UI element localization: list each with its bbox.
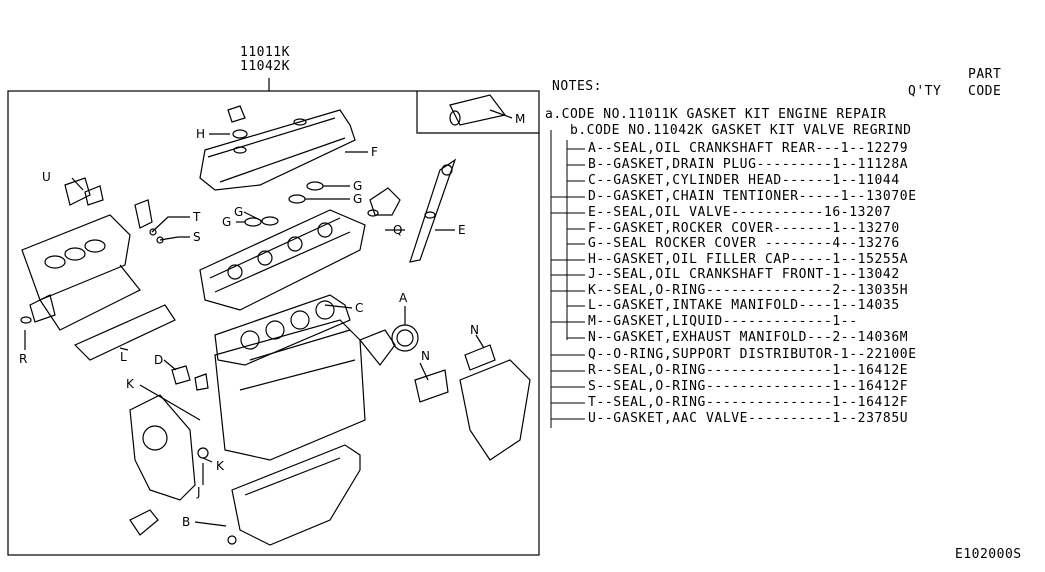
part-row-F: F--GASKET,ROCKER COVER-------1--13270 bbox=[588, 221, 900, 236]
drain-plug bbox=[227, 535, 237, 545]
valve bbox=[409, 158, 457, 263]
callout-G2: G bbox=[353, 192, 363, 206]
callout-G1: G bbox=[353, 179, 363, 193]
part-row-B: B--GASKET,DRAIN PLUG---------1--11128A bbox=[588, 157, 909, 172]
exhaust-gasket-2 bbox=[464, 344, 496, 371]
part-row-M: M--GASKET,LIQUID-------------1-- bbox=[588, 314, 858, 329]
callout-R: R bbox=[19, 352, 28, 366]
part-row-G: G--SEAL ROCKER COVER --------4--13276 bbox=[588, 236, 900, 251]
part-row-E: E--SEAL,OIL VALVE-----------16-13207 bbox=[588, 205, 892, 220]
oil-strainer bbox=[129, 509, 159, 536]
callout-B: B bbox=[182, 515, 191, 529]
rear-seal-retainer bbox=[359, 329, 396, 366]
callout-G4: G bbox=[222, 215, 232, 229]
cylinder-block bbox=[214, 319, 366, 461]
notes-title: NOTES: bbox=[552, 79, 602, 94]
code-header: CODE bbox=[968, 84, 1002, 99]
part-row-S: S--SEAL,O-RING---------------1--16412F bbox=[588, 379, 909, 394]
callout-H: H bbox=[196, 127, 206, 141]
part-row-K: K--SEAL,O-RING---------------2--13035H bbox=[588, 283, 909, 298]
part-row-L: L--GASKET,INTAKE MANIFOLD----1--14035 bbox=[588, 298, 900, 313]
callout-S: S bbox=[193, 230, 201, 244]
filler-cap-gasket bbox=[232, 129, 248, 139]
callout-A: A bbox=[399, 291, 408, 305]
part-row-U: U--GASKET,AAC VALVE----------1--23785U bbox=[588, 411, 909, 426]
liquid-gasket-inset-frame bbox=[416, 91, 539, 134]
figure-code: E102000S bbox=[955, 547, 1022, 562]
part-row-D: D--GASKET,CHAIN TENTIONER-----1--13070E bbox=[588, 189, 917, 204]
part-row-H: H--GASKET,OIL FILLER CAP-----1--15255A bbox=[588, 252, 909, 267]
part-row-N: N--GASKET,EXHAUST MANIFOLD---2--14036M bbox=[588, 330, 909, 345]
kit-b-line: b.CODE NO.11042K GASKET KIT VALVE REGRIN… bbox=[570, 123, 912, 138]
callout-T: T bbox=[193, 210, 201, 224]
head-gasket bbox=[214, 294, 351, 366]
aac-valve bbox=[64, 177, 91, 206]
aac-gasket bbox=[84, 185, 104, 206]
callout-Q: Q bbox=[393, 223, 403, 237]
callout-U: U bbox=[42, 170, 51, 184]
timing-cover bbox=[129, 394, 196, 501]
kit-code-1: 11011K bbox=[240, 45, 290, 60]
exhaust-gasket bbox=[414, 369, 449, 403]
intake-gasket bbox=[73, 304, 176, 361]
distributor-support bbox=[369, 187, 401, 216]
part-row-J: J--SEAL,OIL CRANKSHAFT FRONT-1--13042 bbox=[588, 267, 900, 282]
part-header: PART bbox=[968, 67, 1002, 82]
part-row-T: T--SEAL,O-RING---------------1--16412F bbox=[588, 395, 909, 410]
cylinder-head bbox=[199, 209, 366, 311]
part-row-A: A--SEAL,OIL CRANKSHAFT REAR---1--12279 bbox=[588, 141, 909, 156]
part-row-Q: Q--O-RING,SUPPORT DISTRIBUTOR-1--22100E bbox=[588, 347, 917, 362]
part-row-R: R--SEAL,O-RING---------------1--16412E bbox=[588, 363, 909, 378]
callout-N1: N bbox=[470, 323, 479, 337]
kit-a-line: a.CODE NO.11011K GASKET KIT ENGINE REPAI… bbox=[545, 107, 887, 122]
callout-J: J bbox=[197, 485, 201, 499]
callout-D: D bbox=[154, 353, 164, 367]
callout-L: L bbox=[120, 350, 127, 364]
callout-C: C bbox=[355, 301, 364, 315]
callout-F: F bbox=[371, 145, 378, 159]
callout-G3: G bbox=[234, 205, 244, 219]
callout-N2: N bbox=[421, 349, 430, 363]
intake-plenum bbox=[21, 214, 131, 301]
rocker-cover bbox=[199, 109, 356, 191]
callout-K1: K bbox=[126, 377, 134, 391]
callout-M: M bbox=[515, 112, 526, 126]
part-row-C: C--GASKET,CYLINDER HEAD------1--11044 bbox=[588, 173, 900, 188]
oil-filler-cap bbox=[227, 105, 246, 123]
kit-code-2: 11042K bbox=[240, 59, 290, 74]
qty-header: Q'TY bbox=[908, 84, 942, 99]
diagram-frame bbox=[7, 90, 540, 556]
callout-E: E bbox=[458, 223, 466, 237]
callout-K2: K bbox=[216, 459, 224, 473]
oil-pan bbox=[231, 444, 361, 546]
exhaust-manifold bbox=[459, 359, 531, 461]
